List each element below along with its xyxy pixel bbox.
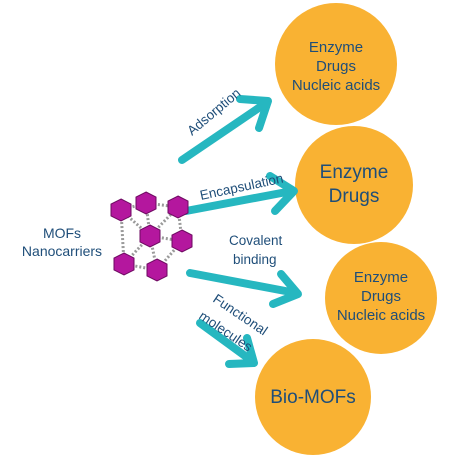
target-circle-encapsulation: Enzyme Drugs	[295, 126, 413, 244]
target-text-line: Bio-MOFs	[270, 387, 356, 408]
arrow-shaft	[178, 99, 270, 164]
circle-shape	[325, 242, 437, 354]
target-text-line: Nucleic acids	[337, 307, 425, 324]
arrow-shaft	[186, 269, 300, 297]
route-label-covalent: Covalent binding	[229, 233, 283, 267]
route-label-line: Covalent	[229, 233, 283, 248]
route-label-line: binding	[233, 252, 277, 267]
target-text-line: Drugs	[316, 58, 356, 75]
arrow-covalent	[186, 269, 302, 308]
arrow-head	[266, 172, 298, 215]
route-label-functional: Functional molecules	[196, 291, 270, 355]
arrow-head	[269, 270, 302, 308]
target-circle-covalent: Enzyme Drugs Nucleic acids	[325, 242, 437, 354]
mof-nodes	[110, 191, 193, 282]
arrow-shaft	[196, 319, 256, 365]
target-text-line: Drugs	[329, 186, 380, 207]
mof-label-line2: Nanocarriers	[22, 243, 102, 259]
circle-shape	[255, 339, 371, 455]
target-circle-functional: Bio-MOFs	[255, 339, 371, 455]
circle-shape	[275, 3, 397, 125]
mof-cluster-icon	[110, 191, 193, 282]
mof-label-line1: MOFs	[43, 225, 81, 241]
arrow-functional	[196, 319, 258, 368]
arrow-head	[236, 95, 272, 132]
arrow-encapsulation	[182, 172, 298, 215]
arrow-adsorption	[178, 95, 272, 164]
target-text-line: Nucleic acids	[292, 77, 380, 94]
route-label-adsorption: Adsorption	[184, 85, 243, 138]
target-text-line: Enzyme	[354, 269, 408, 286]
target-text-line: Drugs	[361, 288, 401, 305]
target-circle-adsorption: Enzyme Drugs Nucleic acids	[275, 3, 397, 125]
circle-shape	[295, 126, 413, 244]
target-text-line: Enzyme	[309, 39, 363, 56]
target-text-line: Enzyme	[320, 162, 389, 183]
arrow-head	[225, 334, 258, 368]
arrow-shaft	[182, 187, 296, 215]
